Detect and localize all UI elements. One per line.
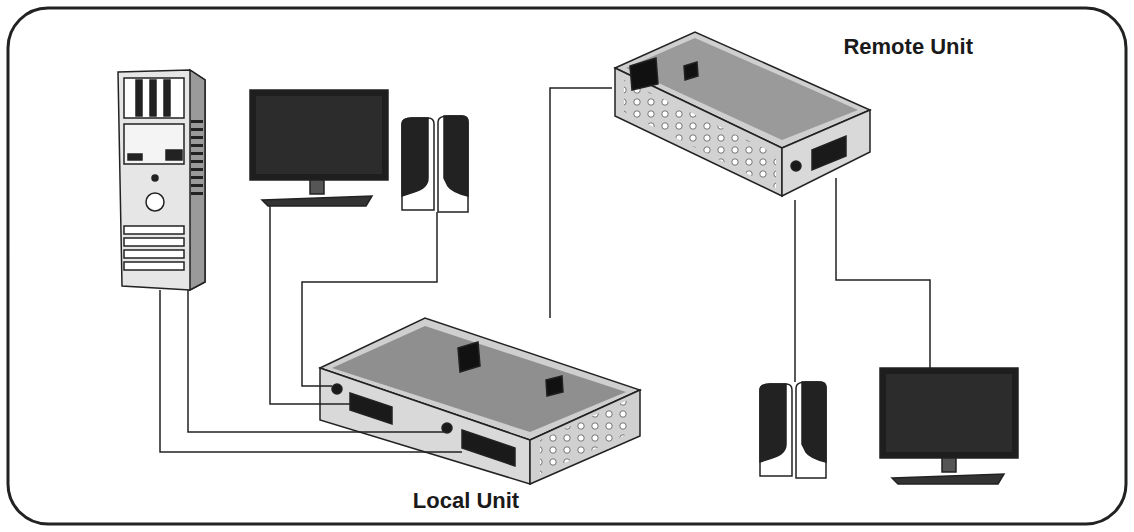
local-unit: Local Unit xyxy=(315,318,645,523)
monitor-part xyxy=(250,90,388,180)
unit-label: Remote Unit xyxy=(843,34,973,60)
computer-tower-part xyxy=(150,80,156,116)
computer-tower-part xyxy=(124,124,184,164)
monitor xyxy=(880,368,1018,484)
speakers xyxy=(760,382,826,478)
computer-tower-part xyxy=(136,80,142,116)
local-unit-box xyxy=(320,318,640,484)
speakers-part xyxy=(760,384,792,476)
remote-unit-box-part xyxy=(791,161,801,171)
cable-part xyxy=(794,200,796,382)
computer-tower xyxy=(118,70,205,290)
speakers-part xyxy=(402,118,428,196)
frame xyxy=(8,8,1126,524)
monitor-part xyxy=(892,474,1004,484)
speakers xyxy=(402,116,468,212)
computer-tower-part xyxy=(124,78,184,118)
computer-tower-part xyxy=(191,120,203,200)
computer-tower-part xyxy=(166,150,182,160)
computer-tower-part xyxy=(124,226,184,234)
remote-unit: Remote Unit xyxy=(612,30,977,200)
remote-unit-box-part xyxy=(624,80,776,188)
remote-unit-box-part xyxy=(684,62,698,80)
computer-tower-part xyxy=(124,250,184,258)
computer-tower-part xyxy=(118,70,205,290)
remote-unit-box xyxy=(615,32,870,196)
computer-tower-part xyxy=(152,175,158,181)
unit-label: Local Unit xyxy=(413,488,519,514)
monitor-part xyxy=(942,458,956,472)
monitor-part xyxy=(310,180,324,194)
monitor-part xyxy=(256,96,382,174)
cable-part xyxy=(302,212,437,386)
monitor-part xyxy=(880,368,1018,458)
cable xyxy=(160,178,930,452)
local-unit-box-part xyxy=(540,398,632,474)
monitor xyxy=(250,90,388,206)
speakers-part xyxy=(444,116,468,196)
monitor-part xyxy=(886,374,1012,452)
speakers-part xyxy=(796,382,826,478)
computer-tower-part xyxy=(128,154,142,160)
computer-tower-part xyxy=(164,80,170,116)
cable-part xyxy=(160,290,462,452)
monitor-part xyxy=(262,196,372,206)
local-unit-box-part xyxy=(350,393,392,424)
cable-part xyxy=(836,178,930,368)
extension-cable xyxy=(550,88,612,318)
cable-part xyxy=(188,290,447,432)
cable-part xyxy=(270,206,350,404)
local-unit-box-part xyxy=(320,368,530,484)
local-unit-box-part xyxy=(462,430,515,466)
remote-unit-box-part xyxy=(782,110,870,196)
speakers-part xyxy=(402,118,434,210)
local-unit-box-part xyxy=(530,390,640,484)
computer-tower-part xyxy=(146,193,164,211)
speakers-part xyxy=(802,382,826,462)
speakers-part xyxy=(438,116,468,212)
local-unit-box-part xyxy=(546,376,563,396)
computer-tower-part xyxy=(124,238,184,246)
computer-tower-part xyxy=(190,70,205,290)
local-unit-box-part xyxy=(458,342,480,372)
remote-unit-box-part xyxy=(812,136,846,170)
remote-unit-box-part xyxy=(630,58,658,90)
computer-tower-part xyxy=(124,262,184,270)
speakers-part xyxy=(760,384,786,462)
local-unit-box-part xyxy=(332,384,342,394)
